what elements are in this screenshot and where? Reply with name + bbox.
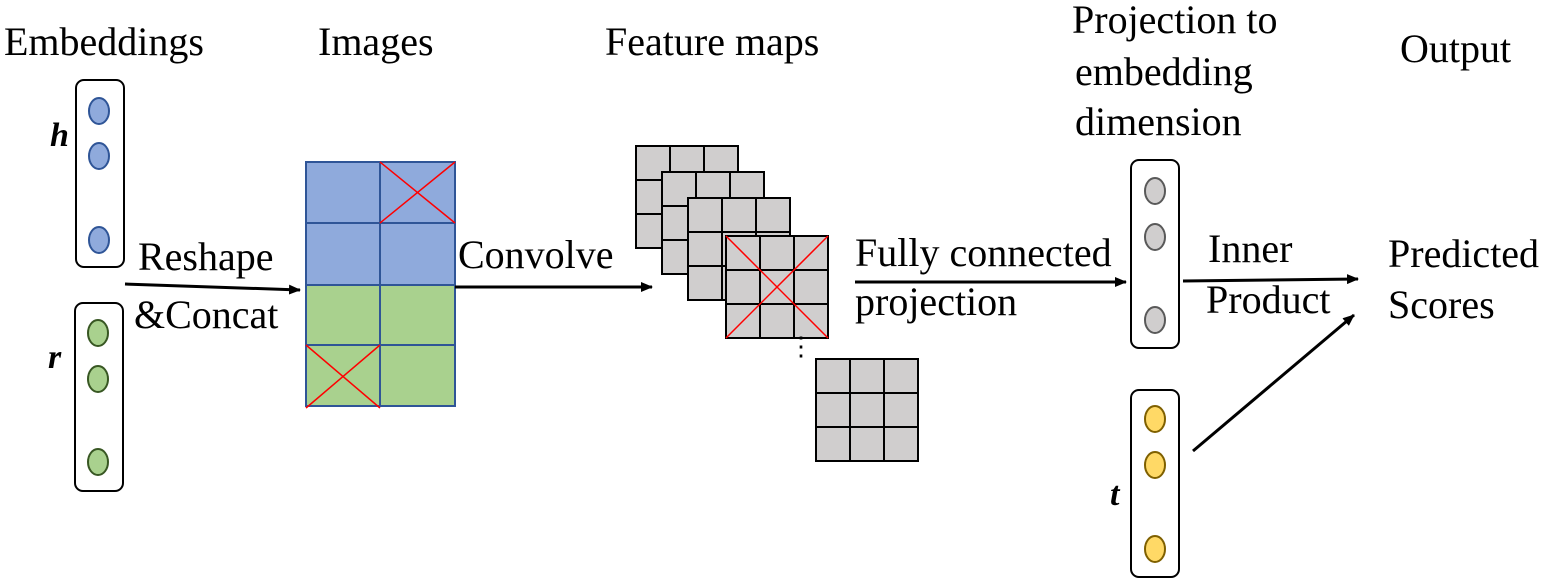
inner-product-arrow [1182,274,1359,285]
reshape-arrow [124,282,301,295]
feature-map-cell [883,358,919,394]
tail-embedding-vector [1130,389,1180,578]
var-r: r [48,339,62,376]
dropout-mark [725,235,829,339]
feature-map-cell [759,235,795,271]
projection-node [1144,223,1166,251]
feature-map-cell [849,358,885,394]
reshape-label-line1: Reshape [138,234,274,279]
reshaped-image [305,161,456,409]
inner-product-label-line1: Inner [1208,226,1292,271]
var-t: t [1110,476,1121,513]
feature-map-cell [849,426,885,462]
header-output: Output [1400,26,1511,71]
tail-node [1144,535,1166,563]
feature-map-cell [721,197,757,233]
projection-node [1144,306,1166,334]
feature-map [725,235,829,339]
head-node [88,226,110,254]
feature-map-cell [687,265,723,301]
projection-vector [1130,159,1180,349]
output-label-line2: Scores [1388,282,1495,327]
fully-connected-label-line2: projection [855,279,1017,324]
relation-embedding-vector [74,302,124,492]
feature-map-cell [849,392,885,428]
convolve-label: Convolve [458,232,614,277]
head-node [88,142,110,170]
feature-map-cell [755,197,791,233]
feature-map-cell [687,231,723,267]
tail-node [1144,451,1166,479]
reshape-label-line2: &Concat [134,292,278,337]
header-feature-maps: Feature maps [605,19,819,64]
relation-node [87,448,109,476]
feature-map-cell [815,358,851,394]
feature-maps-stack [635,145,919,462]
feature-map [815,358,919,462]
projection-node [1144,177,1166,205]
dropout-mark [305,344,381,409]
tail-to-output-arrow [1192,313,1355,453]
head-embedding-vector [75,79,125,268]
relation-node [87,365,109,393]
feature-map-cell [793,269,829,305]
output-label-line1: Predicted [1388,231,1539,276]
feature-map-cell [883,426,919,462]
dropout-mark [379,161,456,224]
feature-map-cell [883,392,919,428]
relation-node [87,319,109,347]
feature-map-cell [725,269,761,305]
feature-map-cell [687,197,723,233]
feature-map-cell [815,392,851,428]
header-projection-line1: Projection to [1072,0,1278,42]
feature-map-cell [815,426,851,462]
ellipsis-dots: ⋮ [788,332,814,361]
var-h: h [50,117,69,154]
tail-node [1144,405,1166,433]
header-projection-line2: embedding [1075,49,1253,94]
inner-product-label-line2: Product [1206,277,1330,322]
header-images: Images [318,19,434,64]
header-embeddings: Embeddings [4,19,204,64]
fully-connected-label-line1: Fully connected [855,230,1112,275]
header-projection-line3: dimension [1075,99,1242,144]
head-node [88,97,110,125]
